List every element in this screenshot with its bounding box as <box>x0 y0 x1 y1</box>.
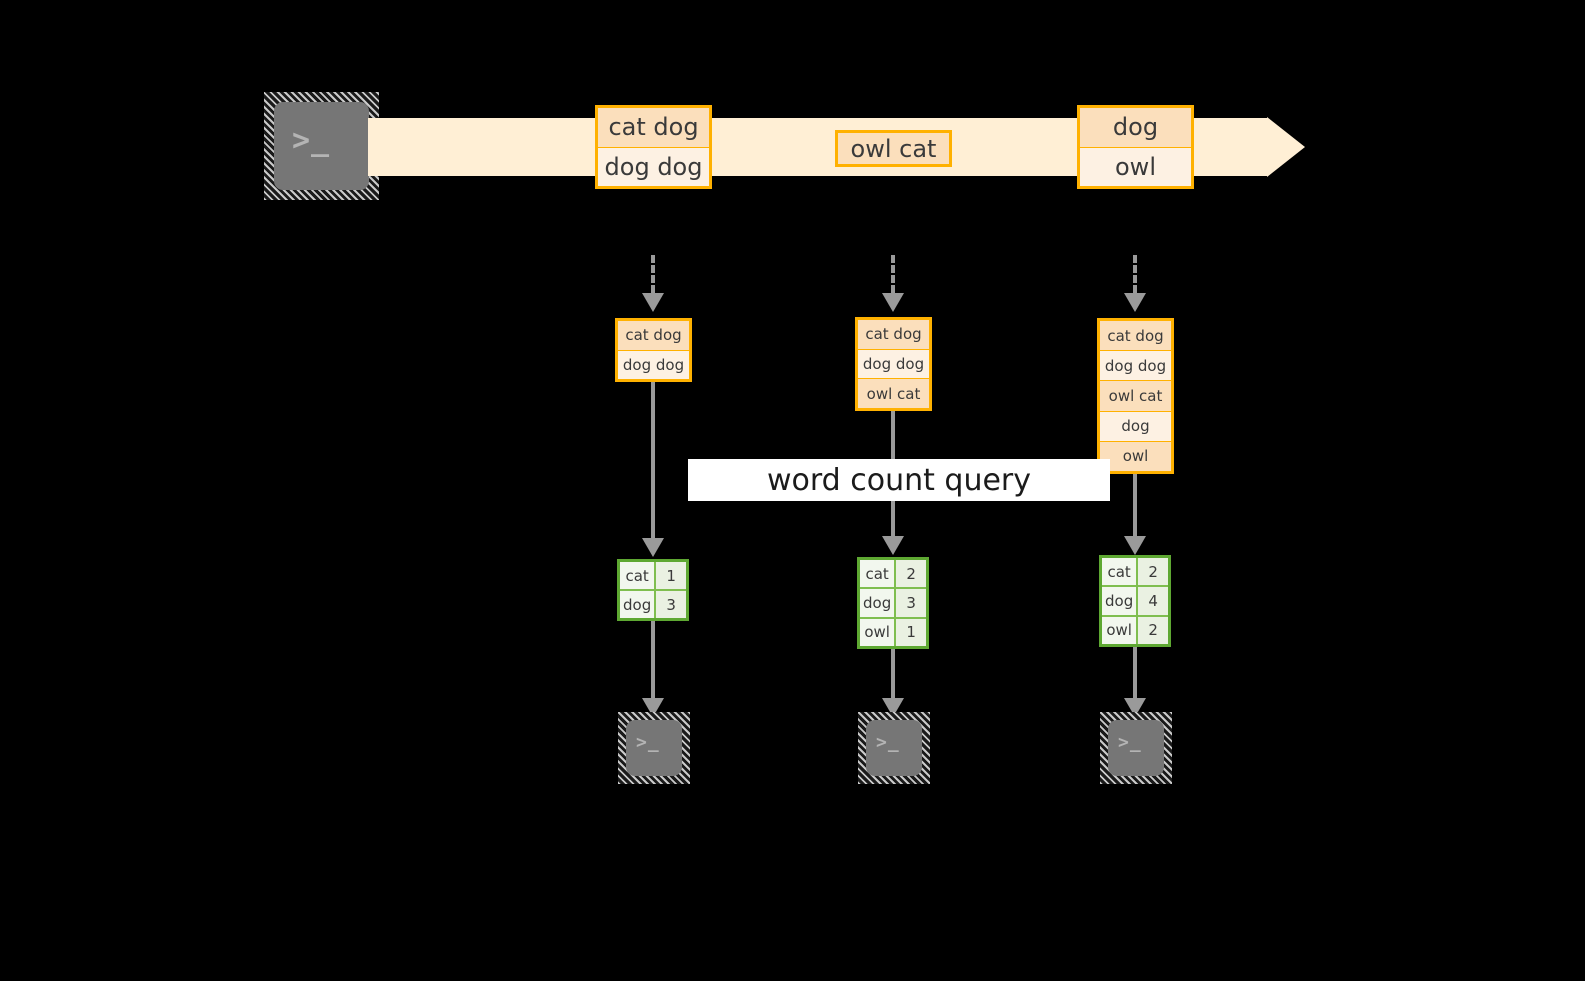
result-3-word-1: cat <box>1102 558 1139 586</box>
dashed-connector-1-head <box>642 293 664 312</box>
result-1-count-2: 3 <box>656 591 686 618</box>
accumulated-stack-1: cat dog dog dog <box>615 318 692 382</box>
accumulated-stack-2-line-3: owl cat <box>858 379 929 409</box>
query-label-banner: word count query <box>688 459 1110 501</box>
result-2-word-1: cat <box>860 560 897 588</box>
stream-arrow-head <box>1267 117 1305 177</box>
result-table-1: cat 1 dog 3 <box>617 559 689 621</box>
stream-batch-1: cat dog dog dog <box>595 105 712 189</box>
accumulated-stack-3-line-2: dog dog <box>1100 351 1171 382</box>
result-3-word-3: owl <box>1102 616 1139 644</box>
result-table-3: cat 2 dog 4 owl 2 <box>1099 555 1171 647</box>
sink-connector-1 <box>651 621 655 698</box>
table-row: cat 2 <box>1102 558 1168 588</box>
query-connector-1-head <box>642 538 664 557</box>
dashed-connector-3-head <box>1124 293 1146 312</box>
dashed-connector-2 <box>891 255 895 293</box>
accumulated-stack-3-line-5: owl <box>1100 441 1171 472</box>
terminal-prompt-glyph: >_ <box>876 732 900 753</box>
dashed-connector-1 <box>651 255 655 293</box>
result-2-count-3: 1 <box>896 618 926 646</box>
accumulated-stack-2-line-1: cat dog <box>858 320 929 350</box>
result-3-count-2: 4 <box>1138 587 1168 615</box>
terminal-screen: >_ <box>274 102 369 190</box>
result-3-count-3: 2 <box>1138 616 1168 644</box>
stream-batch-1-line-1: cat dog <box>598 108 709 148</box>
result-2-count-2: 3 <box>896 589 926 617</box>
accumulated-stack-3-line-3: owl cat <box>1100 381 1171 412</box>
stream-batch-3: dog owl <box>1077 105 1194 189</box>
terminal-screen: >_ <box>866 720 922 776</box>
table-row: owl 1 <box>860 618 926 646</box>
terminal-prompt-glyph: >_ <box>1118 732 1142 753</box>
accumulated-stack-2: cat dog dog dog owl cat <box>855 317 932 411</box>
stream-batch-1-line-2: dog dog <box>598 147 709 186</box>
result-2-count-1: 2 <box>896 560 926 588</box>
terminal-prompt-glyph: >_ <box>292 123 331 158</box>
query-connector-3-head <box>1124 536 1146 555</box>
stream-batch-3-line-2: owl <box>1080 147 1191 186</box>
table-row: dog 3 <box>860 589 926 619</box>
terminal-screen: >_ <box>626 720 682 776</box>
accumulated-stack-3-line-1: cat dog <box>1100 321 1171 352</box>
result-3-word-2: dog <box>1102 587 1139 615</box>
accumulated-stack-2-line-2: dog dog <box>858 349 929 380</box>
terminal-prompt-glyph: >_ <box>636 732 660 753</box>
accumulated-stack-1-line-2: dog dog <box>618 350 689 379</box>
table-row: dog 4 <box>1102 587 1168 617</box>
stream-batch-2: owl cat <box>835 130 952 167</box>
result-1-word-1: cat <box>620 562 657 589</box>
query-connector-2-head <box>882 536 904 555</box>
result-1-word-2: dog <box>620 591 657 618</box>
terminal-screen: >_ <box>1108 720 1164 776</box>
sink-terminal-icon-2: >_ <box>858 712 930 784</box>
query-connector-1 <box>651 382 655 538</box>
sink-connector-3 <box>1133 647 1137 698</box>
accumulated-stack-3-line-4: dog <box>1100 411 1171 442</box>
accumulated-stack-3: cat dog dog dog owl cat dog owl <box>1097 318 1174 474</box>
table-row: cat 1 <box>620 562 686 591</box>
result-1-count-1: 1 <box>656 562 686 589</box>
result-2-word-3: owl <box>860 618 897 646</box>
stream-batch-2-line-1: owl cat <box>838 133 949 164</box>
sink-connector-2 <box>891 649 895 698</box>
dashed-connector-2-head <box>882 293 904 312</box>
table-row: dog 3 <box>620 591 686 618</box>
table-row: cat 2 <box>860 560 926 590</box>
dashed-connector-3 <box>1133 255 1137 293</box>
result-3-count-1: 2 <box>1138 558 1168 586</box>
source-terminal-icon: >_ <box>264 92 379 200</box>
stream-batch-3-line-1: dog <box>1080 108 1191 148</box>
table-row: owl 2 <box>1102 616 1168 644</box>
sink-terminal-icon-1: >_ <box>618 712 690 784</box>
query-connector-3 <box>1133 474 1137 536</box>
sink-terminal-icon-3: >_ <box>1100 712 1172 784</box>
result-table-2: cat 2 dog 3 owl 1 <box>857 557 929 649</box>
result-2-word-2: dog <box>860 589 897 617</box>
accumulated-stack-1-line-1: cat dog <box>618 321 689 351</box>
